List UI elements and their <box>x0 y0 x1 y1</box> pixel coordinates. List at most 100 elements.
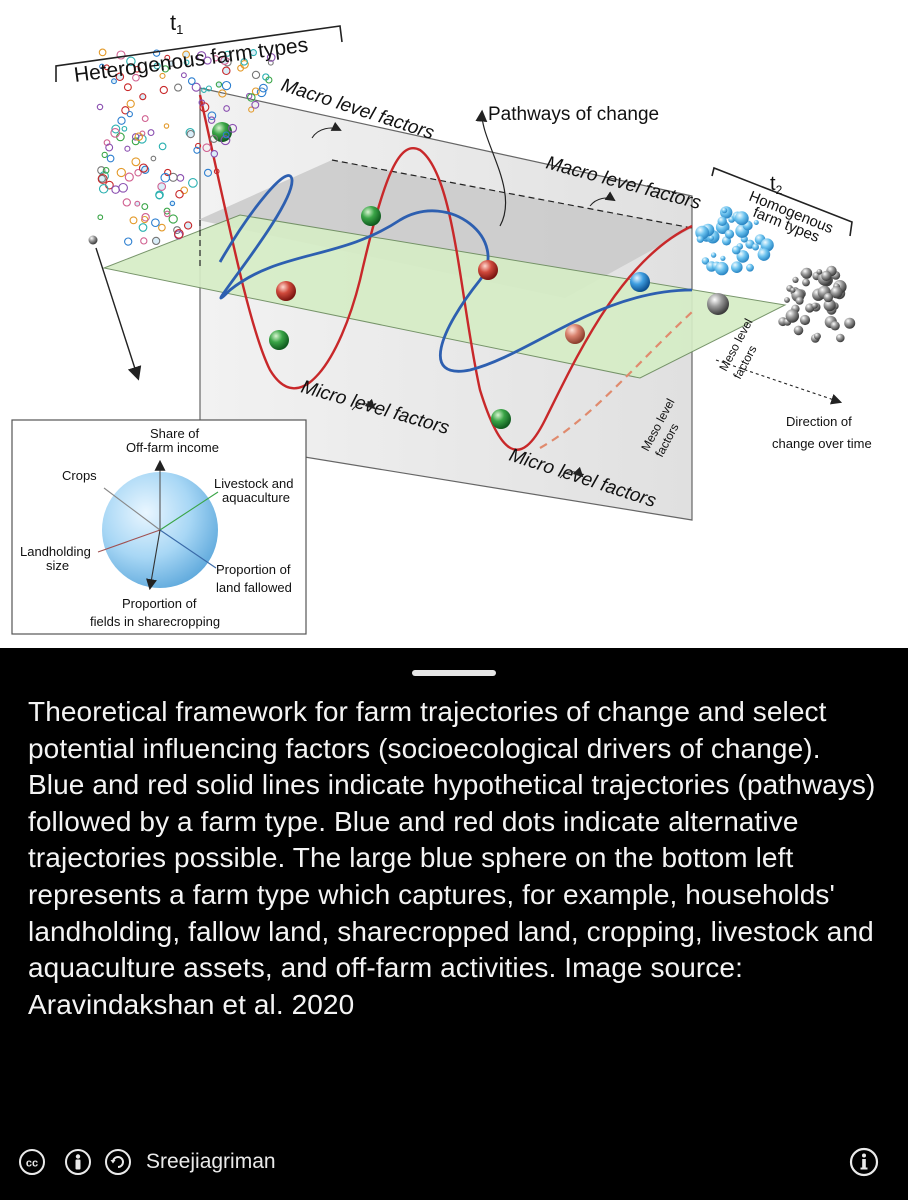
farm-type-ring <box>102 167 110 174</box>
farm-type-ring <box>151 236 161 246</box>
farm-type-ring <box>256 87 267 98</box>
sheet-drag-handle[interactable] <box>412 670 496 676</box>
farm-type-ring <box>105 143 114 152</box>
farm-type-ring <box>132 73 140 82</box>
farm-type-ring <box>209 134 218 143</box>
farm-type-ring <box>134 200 141 207</box>
attribution-icon[interactable] <box>64 1148 92 1176</box>
farm-type-ring <box>131 157 141 167</box>
info-icon[interactable] <box>848 1146 880 1178</box>
farm-type-ring <box>115 72 125 82</box>
grey-farm-sphere <box>821 270 832 281</box>
farm-type-ring <box>237 64 245 72</box>
image-caption: Theoretical framework for farm trajector… <box>28 696 876 1020</box>
red-sphere <box>478 260 498 280</box>
farm-type-ring <box>222 131 230 139</box>
farm-type-ring <box>106 154 115 163</box>
farm-type-ring <box>141 203 149 211</box>
farm-type-ring <box>164 168 172 177</box>
farm-type-ring <box>175 189 184 199</box>
farm-type-ring <box>138 163 149 173</box>
farm-type-ring <box>247 93 256 102</box>
blue-farm-sphere <box>708 235 714 241</box>
farm-type-ring <box>182 50 191 59</box>
farm-type-ring <box>97 166 106 175</box>
svg-text:cc: cc <box>26 1158 38 1170</box>
blue-farm-sphere <box>724 229 735 239</box>
farm-type-ring <box>201 87 207 93</box>
farm-type-ring <box>215 81 223 88</box>
grey-farm-sphere <box>801 267 813 279</box>
grey-farm-sphere <box>795 296 804 305</box>
farm-type-ring <box>193 146 201 154</box>
farm-type-ring <box>195 142 202 149</box>
share-alike-icon[interactable] <box>104 1148 132 1176</box>
farm-type-ring <box>124 172 134 182</box>
farm-type-ring <box>111 78 117 85</box>
grey-farm-sphere <box>823 299 836 312</box>
farm-type-ring <box>248 106 255 113</box>
farm-type-ring <box>153 62 161 70</box>
grey-farm-sphere <box>802 278 810 287</box>
blue-farm-sphere <box>717 216 727 226</box>
proportion-land-fallowed-line2: land fallowed <box>216 580 292 595</box>
landholding-size-line2: size <box>46 558 69 573</box>
license-footer: cc Sreejiagriman <box>0 1138 908 1188</box>
share-of-off-farm-income-line2: Off-farm income <box>126 440 219 455</box>
proportion-sharecropping-line1: Proportion of <box>122 596 197 611</box>
homogenous-blue-cloud <box>695 206 774 276</box>
farm-type-ring <box>97 214 104 221</box>
farm-type-ring <box>123 83 132 92</box>
blue-trajectory-line <box>218 174 693 373</box>
t2-label: t2 <box>770 173 783 197</box>
farm-type-ring <box>111 185 120 194</box>
farm-type-ring <box>118 182 128 193</box>
green-sphere <box>269 330 289 350</box>
farm-type-ring <box>121 106 130 115</box>
salmon-sphere <box>565 324 585 344</box>
red-sphere <box>276 281 296 301</box>
grey-farm-sphere <box>816 269 823 275</box>
farm-type-ring <box>251 70 261 80</box>
farm-type-ring <box>103 64 110 71</box>
blue-farm-sphere <box>746 263 754 272</box>
farm-type-ring <box>116 50 126 60</box>
farm-type-ring <box>98 48 107 57</box>
author-name[interactable]: Sreejiagriman <box>146 1150 276 1173</box>
farm-type-ring <box>266 53 276 62</box>
proportion-sharecropping-line2: fields in sharecropping <box>90 614 220 629</box>
red-alternative-dashed <box>539 311 693 449</box>
landholding-size-line1: Landholding <box>20 544 91 559</box>
figure-panel: t1 Heterogenous farm types t2 Homogenous… <box>0 0 908 648</box>
direction-of-change-line1: Direction of <box>786 414 852 429</box>
cc-icon[interactable]: cc <box>18 1148 46 1176</box>
grey-farm-sphere <box>830 321 840 331</box>
farm-type-ring <box>205 85 212 92</box>
farm-type-ring <box>249 49 257 57</box>
farm-type-ring <box>203 56 212 65</box>
green-sphere <box>212 122 232 142</box>
heterogenous-farm-types-label: Heterogenous farm types <box>73 33 310 87</box>
blue-farm-sphere <box>696 235 704 243</box>
farm-type-ring <box>139 93 147 101</box>
farm-type-ring <box>101 151 108 159</box>
farm-type-ring <box>140 237 148 245</box>
farm-type-ring <box>98 184 109 194</box>
farm-type-ring <box>160 172 171 183</box>
green-sphere <box>491 409 511 429</box>
blue-farm-sphere <box>760 238 774 252</box>
farm-type-ring <box>152 49 161 57</box>
farm-type-ring <box>174 229 184 239</box>
farm-type-ring <box>159 85 168 95</box>
farm-type-ring <box>180 72 187 79</box>
farm-type-ring <box>110 128 121 138</box>
grey-farm-sphere <box>830 286 843 299</box>
farm-type-ring <box>251 87 260 96</box>
livestock-aquaculture-line1: Livestock and <box>214 476 294 491</box>
farm-type-ring <box>221 80 232 91</box>
farm-type-ring <box>158 223 166 232</box>
blue-farm-sphere <box>731 261 743 274</box>
farm-type-ring <box>96 103 104 111</box>
farm-type-ring <box>133 65 141 73</box>
farm-type-ring <box>159 72 166 79</box>
